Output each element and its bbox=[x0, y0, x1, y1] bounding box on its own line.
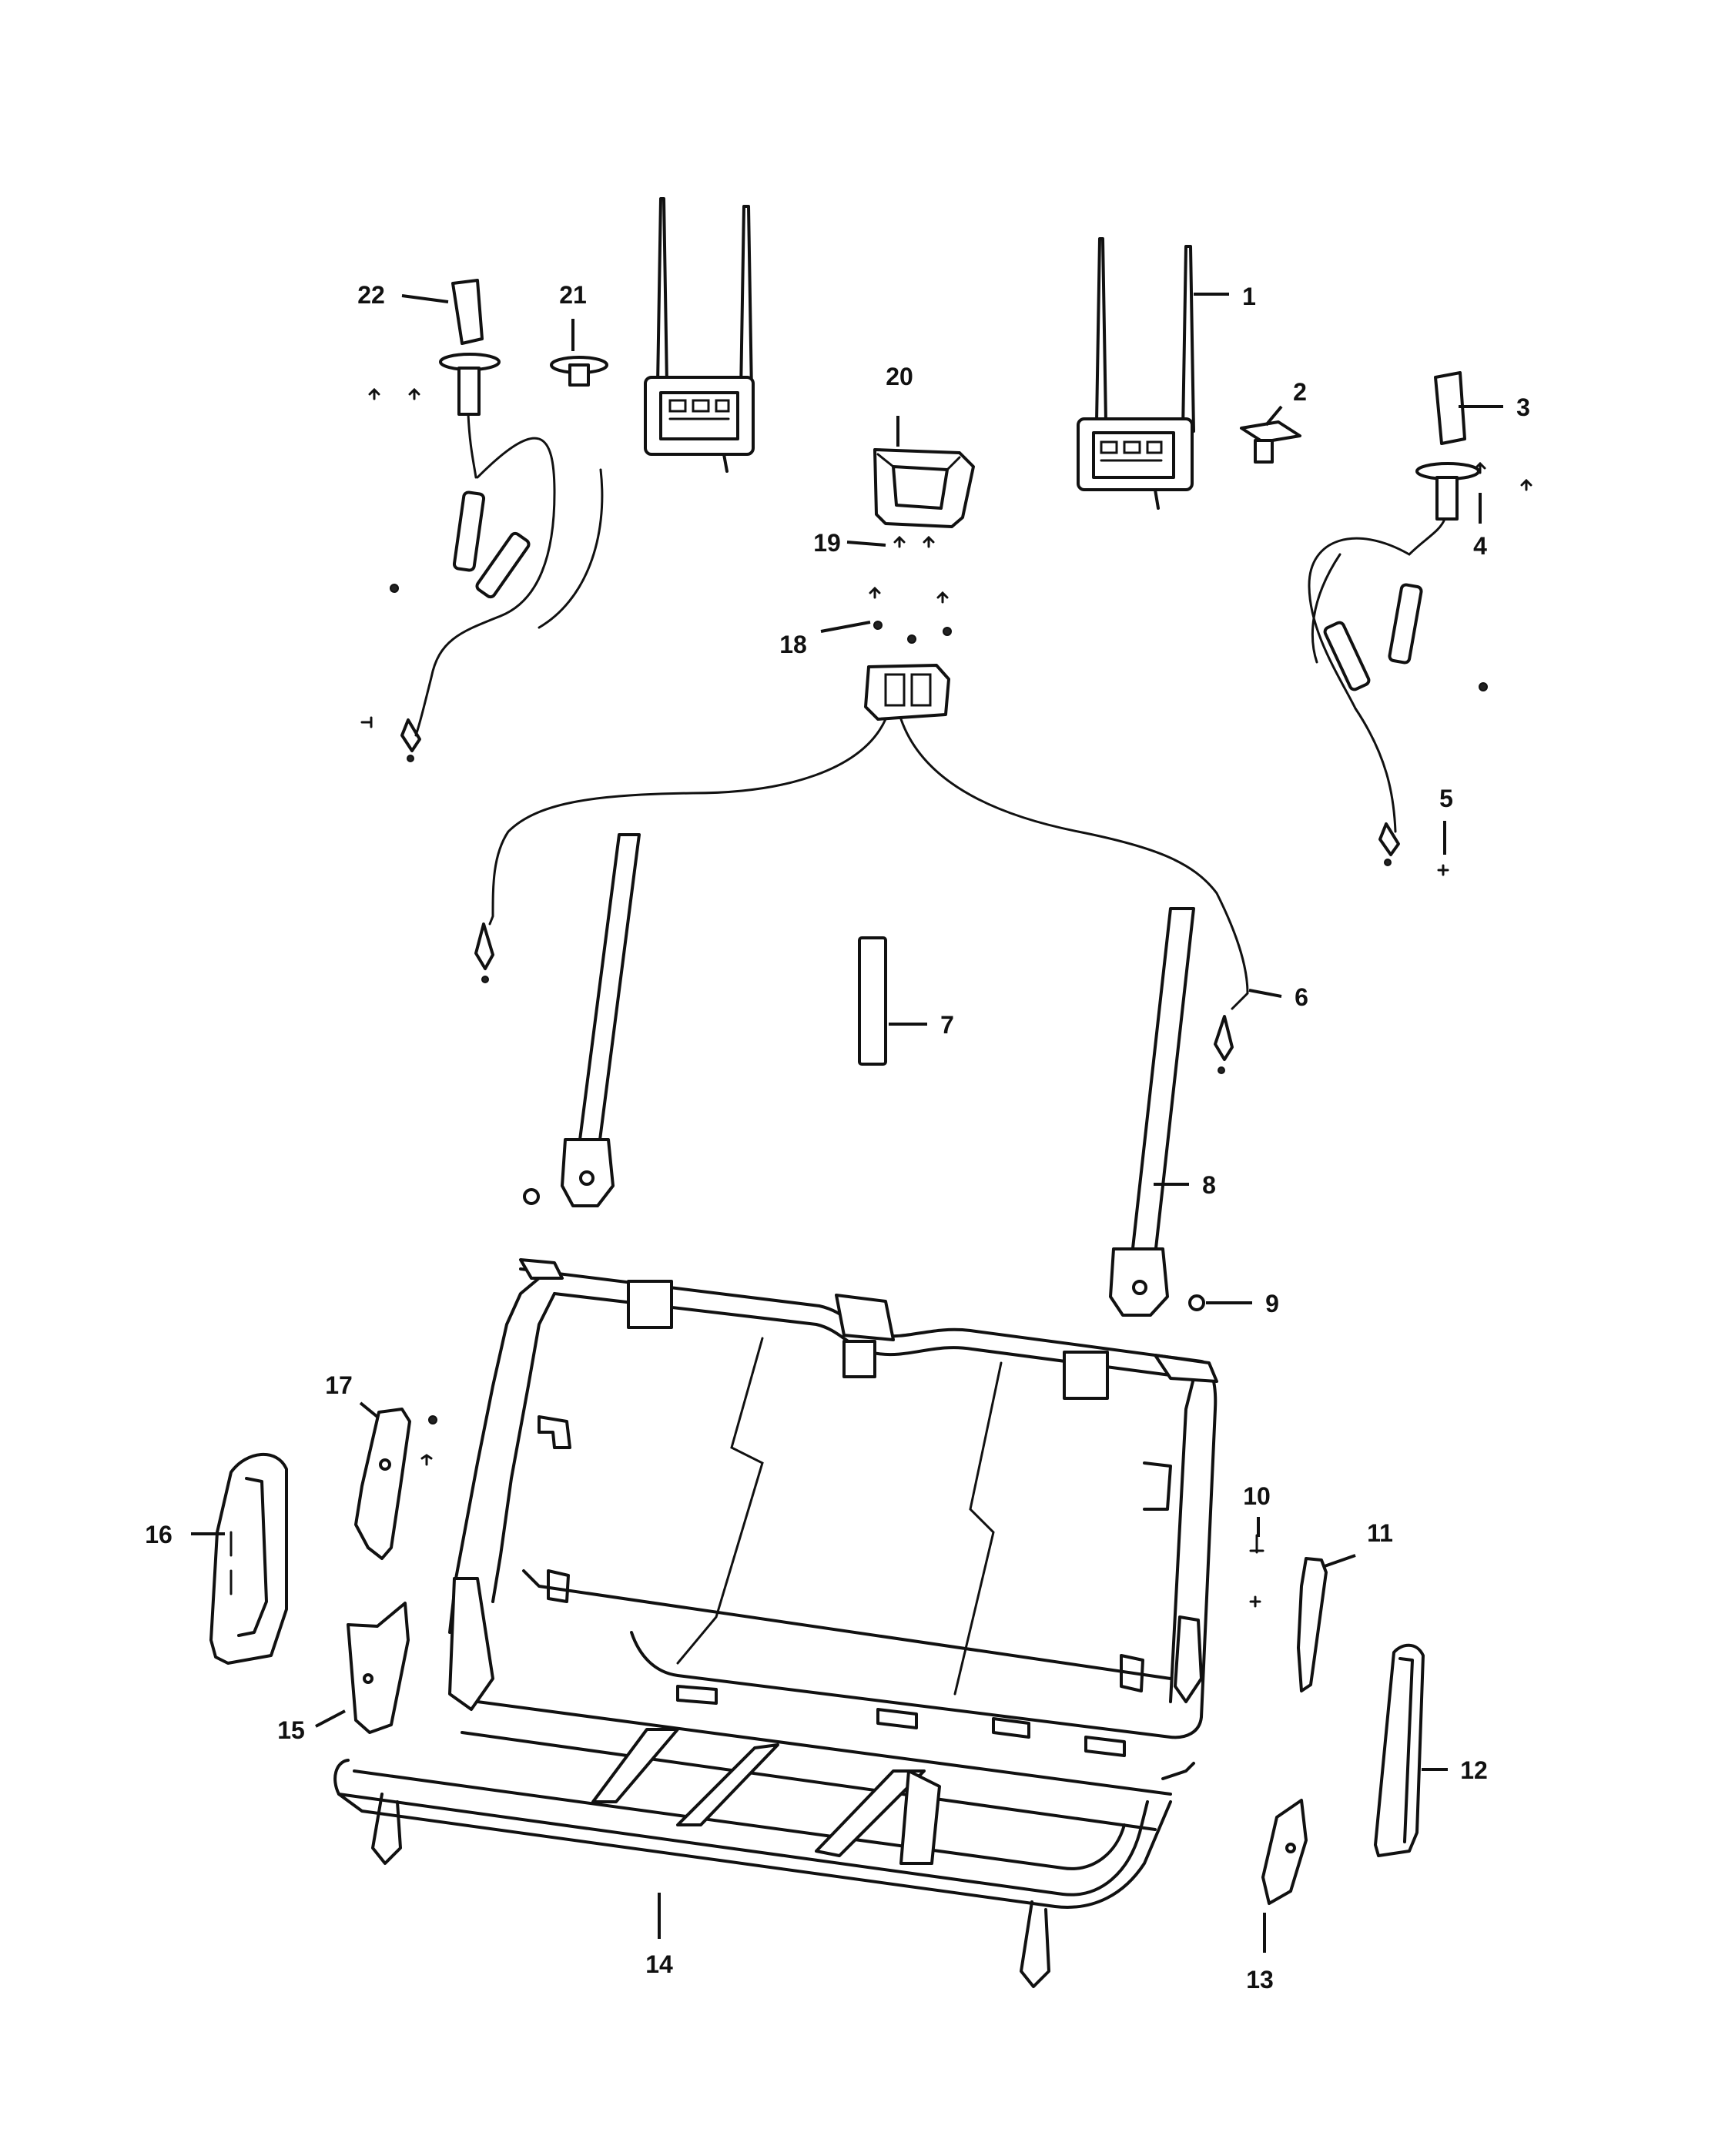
callout-2: 2 bbox=[1293, 378, 1307, 406]
callout-16: 16 bbox=[145, 1521, 172, 1548]
guide-sleeve-right bbox=[1240, 420, 1301, 464]
belt-strap-center bbox=[858, 936, 887, 1066]
headrest-guide-bracket-right bbox=[1077, 237, 1195, 510]
leader-lines bbox=[191, 293, 1503, 1953]
callout-17: 17 bbox=[325, 1371, 353, 1399]
outer-trim-panel-left bbox=[209, 1452, 288, 1665]
callout-6: 6 bbox=[1295, 983, 1308, 1011]
side-trim-bracket-right bbox=[1297, 1557, 1328, 1692]
callout-3: 3 bbox=[1516, 393, 1530, 421]
guide-sleeve-left bbox=[550, 356, 608, 387]
fasteners bbox=[360, 387, 1532, 1608]
belt-strap-right bbox=[1109, 907, 1195, 1317]
callout-10: 10 bbox=[1243, 1482, 1271, 1510]
callout-9: 9 bbox=[1265, 1290, 1279, 1317]
callout-13: 13 bbox=[1246, 1966, 1274, 1994]
callout-11: 11 bbox=[1367, 1519, 1393, 1547]
outer-trim-panel-right bbox=[1374, 1643, 1425, 1857]
callout-18: 18 bbox=[779, 631, 807, 658]
lower-cover-right bbox=[1261, 1799, 1308, 1905]
belt-strap-left bbox=[561, 833, 641, 1207]
callout-19: 19 bbox=[813, 529, 841, 557]
headrest-guide-bracket-left bbox=[644, 197, 755, 473]
release-handle-housing bbox=[864, 664, 950, 721]
release-cable bbox=[474, 718, 1249, 1074]
side-trim-bracket-left bbox=[354, 1408, 411, 1560]
release-bezel bbox=[873, 448, 975, 528]
lower-cover-left bbox=[347, 1602, 410, 1734]
callout-labels: 1 2 3 4 5 6 7 8 9 10 11 12 13 14 15 16 1… bbox=[145, 281, 1530, 1994]
callout-21: 21 bbox=[559, 281, 587, 309]
callout-14: 14 bbox=[645, 1950, 673, 1978]
seatback-latch-left bbox=[400, 279, 604, 762]
callout-15: 15 bbox=[277, 1716, 305, 1744]
callout-4: 4 bbox=[1473, 532, 1487, 560]
nuts bbox=[523, 1188, 1205, 1311]
callout-12: 12 bbox=[1460, 1756, 1488, 1784]
callout-22: 22 bbox=[357, 281, 385, 309]
callout-20: 20 bbox=[886, 363, 913, 390]
callout-5: 5 bbox=[1439, 785, 1453, 812]
callout-8: 8 bbox=[1202, 1171, 1216, 1199]
callout-7: 7 bbox=[940, 1011, 954, 1039]
seat-frame-assembly bbox=[333, 1258, 1218, 1988]
seatback-latch-right bbox=[1308, 371, 1480, 866]
callout-1: 1 bbox=[1242, 283, 1256, 310]
